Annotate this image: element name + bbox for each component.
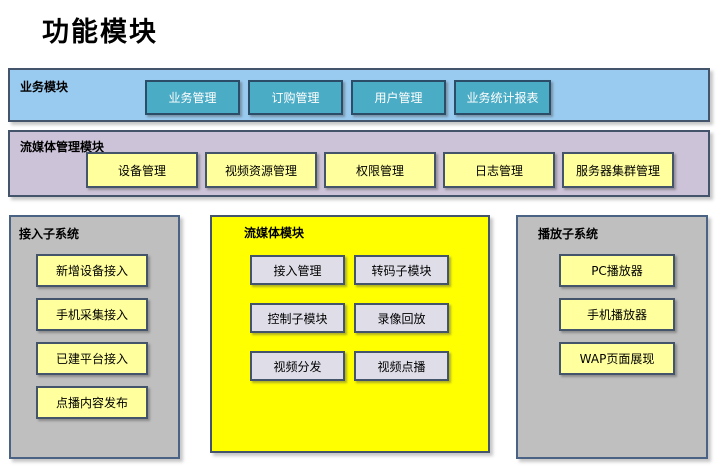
access-subsystem-button-stack: 新增设备接入 手机采集接入 已建平台接入 点播内容发布 (36, 254, 148, 419)
streaming-module-label: 流媒体模块 (244, 226, 305, 240)
button-mobile-capture-access[interactable]: 手机采集接入 (36, 298, 148, 331)
player-subsystem-label: 播放子系统 (538, 227, 599, 241)
button-server-cluster-mgmt[interactable]: 服务器集群管理 (562, 152, 674, 188)
button-permission-mgmt[interactable]: 权限管理 (324, 152, 436, 188)
button-video-ondemand[interactable]: 视频点播 (354, 351, 449, 381)
player-subsystem-button-stack: PC播放器 手机播放器 WAP页面展现 (559, 254, 675, 375)
access-subsystem-panel: 接入子系统 新增设备接入 手机采集接入 已建平台接入 点播内容发布 (9, 215, 180, 459)
button-order-mgmt[interactable]: 订购管理 (248, 80, 343, 115)
streaming-module-button-grid: 接入管理 转码子模块 控制子模块 录像回放 视频分发 视频点播 (250, 255, 449, 381)
button-stats-report[interactable]: 业务统计报表 (454, 80, 551, 115)
button-log-mgmt[interactable]: 日志管理 (443, 152, 555, 188)
player-subsystem-panel: 播放子系统 PC播放器 手机播放器 WAP页面展现 (516, 215, 708, 459)
button-existing-platform-access[interactable]: 已建平台接入 (36, 342, 148, 375)
button-recording-playback[interactable]: 录像回放 (354, 303, 449, 333)
access-subsystem-label: 接入子系统 (19, 227, 80, 241)
business-module-label: 业务模块 (20, 80, 69, 94)
button-new-device-access[interactable]: 新增设备接入 (36, 254, 148, 287)
streaming-mgmt-panel: 流媒体管理模块 设备管理 视频资源管理 权限管理 日志管理 服务器集群管理 (8, 130, 710, 197)
button-vod-content-publish[interactable]: 点播内容发布 (36, 386, 148, 419)
button-wap-page[interactable]: WAP页面展现 (559, 342, 675, 375)
button-transcode-submodule[interactable]: 转码子模块 (354, 255, 449, 285)
button-access-mgmt[interactable]: 接入管理 (250, 255, 345, 285)
business-module-button-row: 业务管理 订购管理 用户管理 业务统计报表 (145, 80, 551, 115)
button-service-mgmt[interactable]: 业务管理 (145, 80, 240, 115)
button-mobile-player[interactable]: 手机播放器 (559, 298, 675, 331)
business-module-panel: 业务模块 业务管理 订购管理 用户管理 业务统计报表 (8, 68, 710, 122)
button-video-resource-mgmt[interactable]: 视频资源管理 (205, 152, 317, 188)
button-pc-player[interactable]: PC播放器 (559, 254, 675, 287)
button-control-submodule[interactable]: 控制子模块 (250, 303, 345, 333)
streaming-mgmt-button-row: 设备管理 视频资源管理 权限管理 日志管理 服务器集群管理 (86, 152, 674, 188)
page-title: 功能模块 (42, 17, 158, 48)
button-user-mgmt[interactable]: 用户管理 (351, 80, 446, 115)
button-device-mgmt[interactable]: 设备管理 (86, 152, 198, 188)
button-video-distribution[interactable]: 视频分发 (250, 351, 345, 381)
streaming-module-panel: 流媒体模块 接入管理 转码子模块 控制子模块 录像回放 视频分发 视频点播 (210, 215, 490, 453)
streaming-mgmt-label: 流媒体管理模块 (20, 140, 105, 154)
